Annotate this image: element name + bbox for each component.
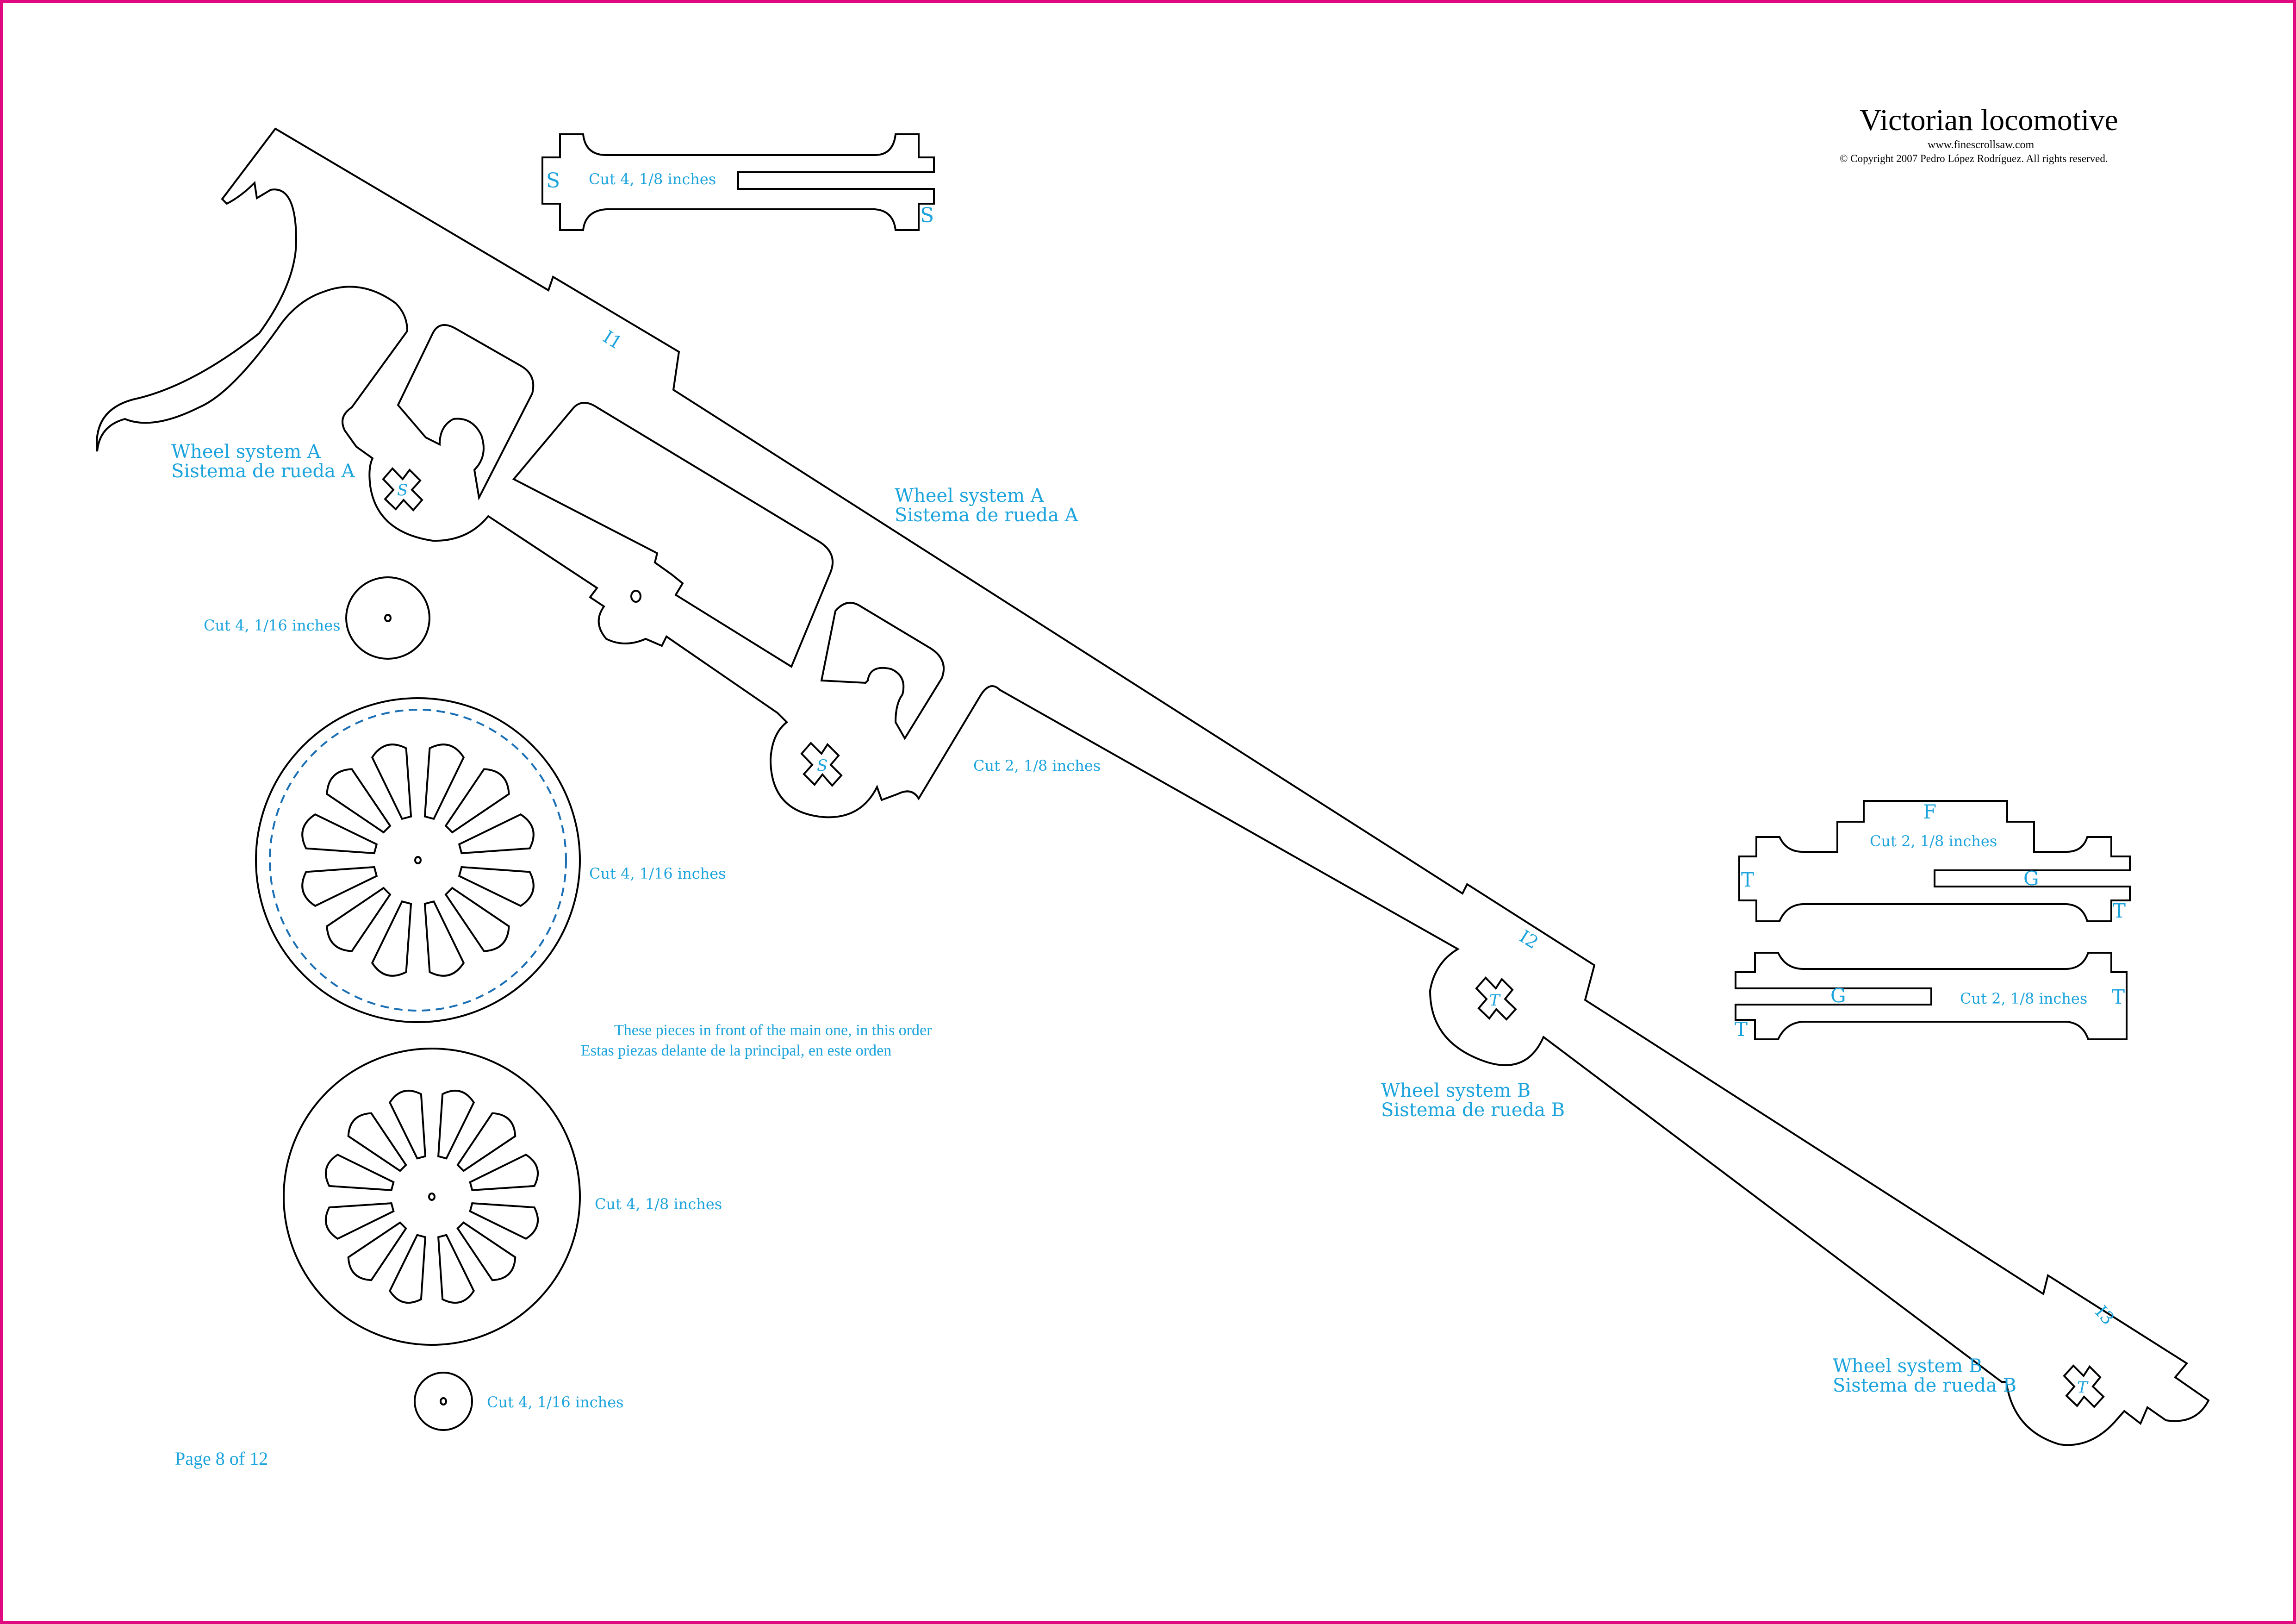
- wheel-system-b-right-label: Wheel system B Sistema de rueda B: [1833, 1356, 2016, 1395]
- spoke-slot: [423, 900, 465, 977]
- wheel-system-a-left-en: Wheel system A: [171, 441, 321, 462]
- top-bar-piece: S Cut 4, 1/8 inches S: [541, 133, 935, 231]
- frame-cut-label: Cut 2, 1/8 inches: [973, 757, 1101, 775]
- wheel-spoke-slots: [325, 1090, 539, 1304]
- copyright-notice: © Copyright 2007 Pedro López Rodríguez. …: [1840, 153, 2108, 164]
- small-disc-top: Cut 4, 1/16 inches: [204, 576, 430, 660]
- page-number: Page 8 of 12: [175, 1448, 268, 1469]
- spoke-slot: [326, 887, 392, 952]
- spoked-wheel-large: Cut 4, 1/16 inches: [255, 697, 726, 1023]
- spoke-slot: [458, 813, 535, 855]
- right-bar-upper-right-t: T: [2113, 899, 2126, 922]
- wheel-system-b-right-es: Sistema de rueda B: [1833, 1375, 2017, 1396]
- spoke-slot: [301, 813, 378, 855]
- spoke-slot: [456, 1112, 516, 1172]
- wheel-system-b-mid-es: Sistema de rueda B: [1381, 1099, 1565, 1121]
- spoke-slot: [456, 1221, 516, 1281]
- main-frame-piece: I1 I2 I3 S S T T Cut 2, 1/8 inches: [96, 127, 2210, 1446]
- assembly-note-en: These pieces in front of the main one, i…: [614, 1022, 932, 1039]
- top-bar-left-mark: S: [546, 169, 560, 193]
- top-bar-cut-label: Cut 4, 1/8 inches: [589, 170, 716, 188]
- wheel-system-a-left-label: Wheel system A Sistema de rueda A: [171, 442, 355, 481]
- spoke-slot: [458, 866, 535, 907]
- axle-mark-t-1: T: [1489, 991, 1501, 1010]
- right-bar-lower-g-mark: G: [1830, 984, 1846, 1007]
- spoke-slot: [444, 887, 510, 952]
- assembly-note-es: Estas piezas delante de la principal, en…: [581, 1042, 892, 1059]
- spoke-slot: [469, 1153, 539, 1192]
- spoke-slot: [388, 1090, 427, 1160]
- spoke-slot: [437, 1090, 475, 1160]
- spoke-slot: [444, 768, 510, 834]
- spoke-slot: [325, 1153, 395, 1192]
- wheel-system-b-mid-en: Wheel system B: [1381, 1080, 1531, 1101]
- small-disc-bottom-cut-label: Cut 4, 1/16 inches: [487, 1393, 624, 1411]
- spoke-slot: [469, 1202, 539, 1240]
- spoke-slot: [371, 900, 412, 977]
- wheel-system-b-mid-label: Wheel system B Sistema de rueda B: [1381, 1081, 1565, 1120]
- page-title: Victorian locomotive: [1860, 103, 2118, 137]
- spoke-slot: [388, 1234, 427, 1304]
- right-bar-lower-right-t: T: [2112, 986, 2125, 1008]
- frame-mark-i1: I1: [599, 326, 626, 353]
- large-wheel-cut-label: Cut 4, 1/16 inches: [589, 865, 726, 882]
- wheel-system-a-mid-es: Sistema de rueda A: [895, 505, 1078, 526]
- spoke-slot: [325, 1202, 395, 1240]
- right-bar-upper-f-mark: F: [1923, 800, 1936, 823]
- spoke-slot: [301, 866, 378, 907]
- spoke-slot: [347, 1221, 407, 1281]
- right-bar-upper: F Cut 2, 1/8 inches G T T: [1738, 800, 2131, 922]
- right-bar-lower-cut-label: Cut 2, 1/8 inches: [1960, 990, 2087, 1007]
- top-bar-right-mark: S: [920, 204, 934, 227]
- right-bar-upper-left-t: T: [1741, 868, 1754, 891]
- right-bar-lower: G Cut 2, 1/8 inches T T: [1735, 952, 2128, 1041]
- right-bar-upper-g-mark: G: [2023, 867, 2039, 890]
- website-url: www.finescrollsaw.com: [1928, 139, 2035, 151]
- spoke-slot: [326, 768, 392, 834]
- spoke-slot: [437, 1234, 475, 1304]
- wheel-spoke-slots: [301, 743, 535, 977]
- spoked-wheel-small: Cut 4, 1/8 inches: [283, 1048, 722, 1346]
- small-disc-top-cut-label: Cut 4, 1/16 inches: [204, 617, 341, 634]
- spoke-slot: [423, 743, 465, 820]
- wheel-system-b-right-en: Wheel system B: [1833, 1355, 1983, 1377]
- small-wheel-cut-label: Cut 4, 1/8 inches: [595, 1195, 722, 1213]
- spoke-slot: [371, 743, 412, 820]
- wheel-system-a-mid-en: Wheel system A: [895, 485, 1044, 506]
- axle-mark-s-1: S: [397, 481, 408, 500]
- right-bar-lower-left-t: T: [1735, 1018, 1748, 1041]
- wheel-system-a-left-es: Sistema de rueda A: [171, 461, 355, 482]
- spoke-slot: [347, 1112, 407, 1172]
- axle-mark-s-2: S: [817, 756, 828, 775]
- small-disc-bottom: Cut 4, 1/16 inches: [414, 1372, 624, 1431]
- right-bar-upper-cut-label: Cut 2, 1/8 inches: [1870, 832, 1997, 850]
- axle-mark-t-2: T: [2077, 1378, 2089, 1397]
- wheel-system-a-mid-label: Wheel system A Sistema de rueda A: [895, 486, 1078, 525]
